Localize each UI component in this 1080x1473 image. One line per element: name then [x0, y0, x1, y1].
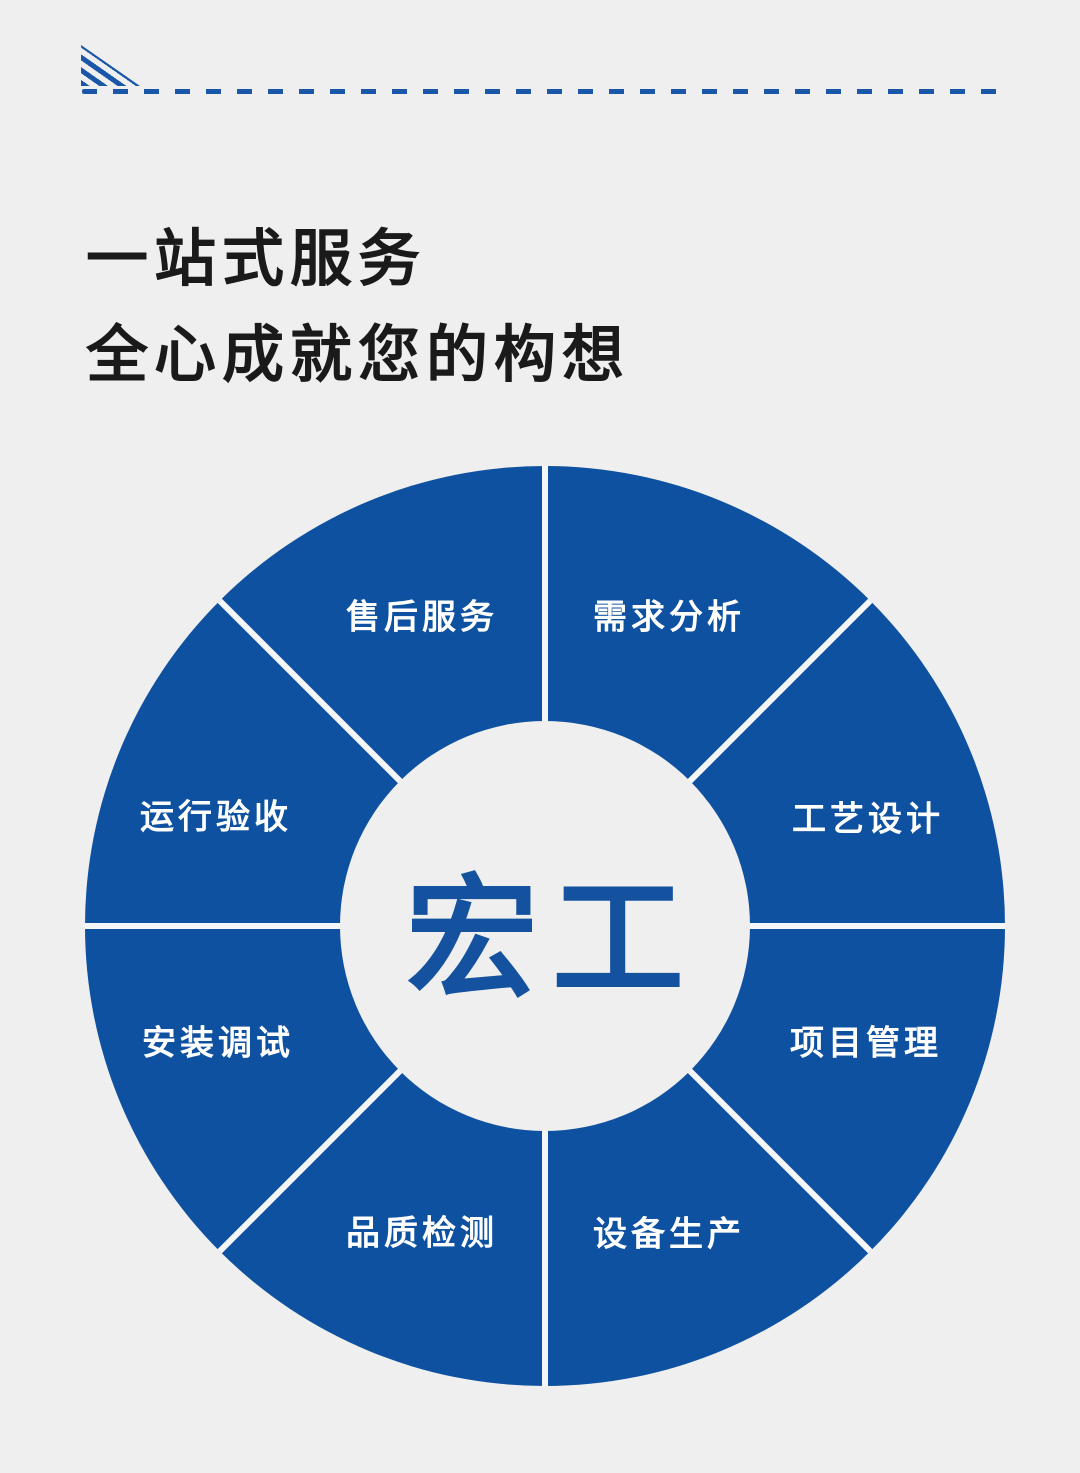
segment-label-project-management: 项目管理 — [790, 1024, 942, 1063]
corner-hatch-decoration-icon — [81, 45, 140, 86]
dashed-divider-line — [82, 89, 1005, 94]
page-title-line-2: 全心成就您的构想 — [86, 321, 631, 390]
service-wheel-diagram: 需求分析 工艺设计 项目管理 设备生产 品质检测 安装调试 运行验收 售后服务 … — [85, 466, 1005, 1386]
service-wheel-graphic — [85, 466, 1005, 1386]
segment-label-demand-analysis: 需求分析 — [593, 598, 745, 637]
segment-label-after-sales-service: 售后服务 — [346, 598, 498, 637]
segment-label-installation-debugging: 安装调试 — [142, 1024, 294, 1063]
center-brand-logo: 宏工 — [406, 865, 698, 1013]
page-title: 一站式服务 全心成就您的构想 — [86, 212, 630, 404]
donut-center-circle — [340, 721, 750, 1131]
segment-label-equipment-production: 设备生产 — [593, 1215, 745, 1254]
page-title-line-1: 一站式服务 — [86, 225, 427, 294]
segment-label-quality-inspection: 品质检测 — [346, 1214, 498, 1253]
segment-label-operation-acceptance: 运行验收 — [140, 798, 292, 837]
segment-label-process-design: 工艺设计 — [792, 800, 944, 839]
